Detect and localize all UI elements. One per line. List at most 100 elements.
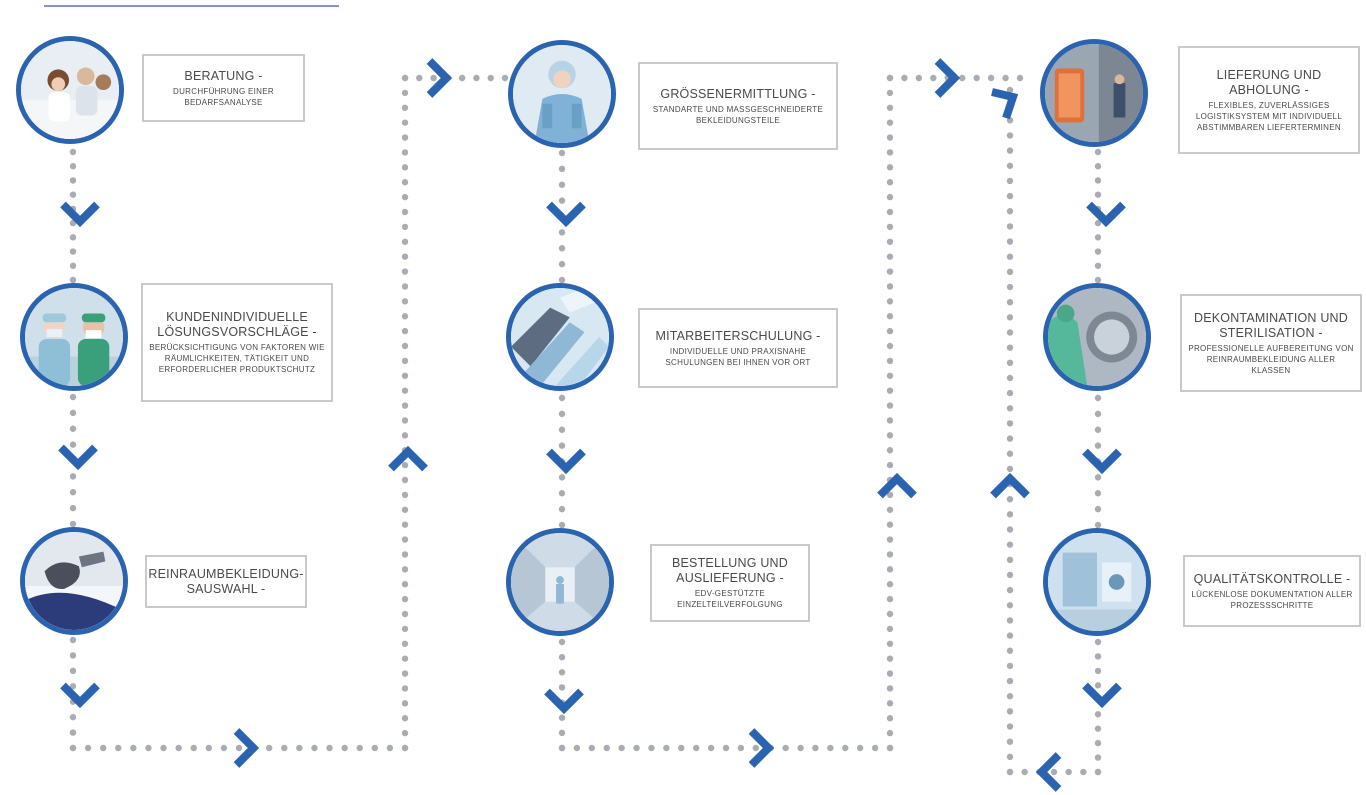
chevron-bend-icon bbox=[991, 88, 1019, 120]
connector-dot bbox=[812, 744, 819, 752]
step-description: Standarte und Massgeschneiderte Bekleidu… bbox=[652, 104, 824, 125]
chevron-down-icon bbox=[546, 448, 586, 475]
connector-dot bbox=[401, 566, 409, 573]
connector-dot bbox=[84, 744, 92, 752]
connector-dot bbox=[1094, 667, 1102, 675]
connector-dot bbox=[401, 595, 409, 603]
connector-dot bbox=[1065, 768, 1072, 776]
connector-dot bbox=[326, 744, 333, 752]
chevron-left-icon bbox=[1035, 752, 1062, 792]
connector-dot bbox=[1094, 653, 1102, 660]
step-title: MITARBEITERSCHULUNG - bbox=[655, 328, 821, 343]
connector-dot bbox=[1094, 426, 1102, 433]
connector-dot bbox=[722, 744, 730, 752]
connector-dot bbox=[558, 729, 566, 737]
connector-dot bbox=[886, 536, 894, 543]
connector-dot bbox=[1006, 753, 1014, 761]
connector-dot bbox=[886, 744, 894, 752]
connector-dot bbox=[886, 610, 894, 618]
connector-dot bbox=[558, 197, 566, 204]
connector-dot bbox=[1021, 768, 1028, 776]
connector-dot bbox=[886, 193, 894, 201]
connector-dot bbox=[130, 744, 137, 752]
connector-dot bbox=[707, 744, 715, 752]
connector-dot bbox=[401, 238, 409, 245]
connector-dot bbox=[401, 581, 409, 588]
step-title: BERATUNG - bbox=[184, 68, 263, 83]
connector-dot bbox=[69, 191, 77, 198]
connector-dot bbox=[401, 387, 409, 394]
connector-dot bbox=[886, 104, 894, 111]
connector-dot bbox=[1006, 541, 1014, 548]
connector-dot bbox=[1094, 177, 1102, 184]
connector-dot bbox=[296, 744, 303, 752]
connector-dot bbox=[1094, 410, 1102, 418]
connector-dot bbox=[558, 669, 566, 676]
connector-dot bbox=[1006, 405, 1014, 412]
chevron-down-icon bbox=[1086, 201, 1126, 228]
connector-dot bbox=[416, 74, 423, 82]
chevron-down-icon bbox=[58, 444, 98, 471]
connector-dot bbox=[401, 491, 409, 499]
chevron-right-icon bbox=[934, 58, 961, 98]
connector-dot bbox=[973, 74, 980, 82]
connector-dot bbox=[1006, 268, 1014, 276]
connector-dot bbox=[1094, 191, 1102, 198]
connector-dot bbox=[1094, 163, 1102, 170]
connector-dot bbox=[160, 744, 167, 752]
connector-dot bbox=[69, 177, 77, 184]
connector-dot bbox=[220, 744, 228, 752]
connector-dot bbox=[886, 238, 894, 245]
connector-dot bbox=[401, 89, 409, 97]
connector-dot bbox=[987, 74, 995, 82]
connector-dot bbox=[1006, 708, 1014, 715]
connector-dot bbox=[1094, 474, 1102, 481]
connector-dot bbox=[1006, 465, 1014, 473]
connector-dot bbox=[69, 683, 77, 690]
connector-dot bbox=[69, 473, 77, 480]
connector-dot bbox=[1080, 768, 1087, 776]
connector-dot bbox=[886, 149, 894, 156]
connector-dot bbox=[1006, 511, 1014, 518]
connector-dot bbox=[886, 268, 894, 275]
connector-dot bbox=[886, 581, 894, 588]
connector-dot bbox=[235, 744, 243, 752]
connector-dot bbox=[69, 163, 77, 170]
connector-dot bbox=[69, 713, 77, 721]
chevron-right-icon bbox=[426, 58, 453, 98]
connector-dot bbox=[69, 248, 77, 255]
connector-dot bbox=[501, 74, 509, 82]
connector-dot bbox=[886, 89, 894, 97]
step-description: Lückenlose Dokumentation aller Prozesssc… bbox=[1191, 589, 1353, 610]
connector-dot bbox=[1094, 505, 1102, 513]
connector-dot bbox=[558, 474, 566, 481]
connector-dot bbox=[1006, 374, 1014, 382]
connector-dot bbox=[69, 652, 77, 659]
connector-dot bbox=[175, 744, 182, 752]
connector-dot bbox=[1016, 74, 1024, 82]
step-box-auswahl: REINRAUMBEKLEIDUNG-SAUSWAHL - bbox=[145, 555, 307, 608]
connector-dot bbox=[886, 417, 894, 424]
connector-dot bbox=[573, 744, 581, 752]
surgeons-photo bbox=[20, 283, 128, 391]
connector-dot bbox=[558, 165, 566, 173]
connector-dot bbox=[401, 506, 409, 513]
connector-dot bbox=[648, 744, 655, 752]
connector-dot bbox=[401, 357, 409, 365]
connector-dot bbox=[827, 744, 834, 752]
connector-dot bbox=[1094, 682, 1102, 689]
connector-dot bbox=[401, 715, 409, 722]
connector-dot bbox=[265, 744, 273, 752]
connector-dot bbox=[401, 670, 409, 677]
step-title: LIEFERUNG UND ABHOLUNG - bbox=[1216, 67, 1322, 97]
connector-dot bbox=[886, 432, 894, 439]
consultation-photo bbox=[16, 36, 124, 144]
connector-dot bbox=[1094, 638, 1102, 646]
connector-dot bbox=[401, 134, 409, 141]
connector-dot bbox=[886, 640, 894, 647]
connector-dot bbox=[1006, 526, 1014, 533]
step-title: REINRAUMBEKLEIDUNG-SAUSWAHL - bbox=[148, 566, 304, 596]
connector-dot bbox=[458, 74, 466, 82]
connector-dot bbox=[371, 744, 379, 752]
